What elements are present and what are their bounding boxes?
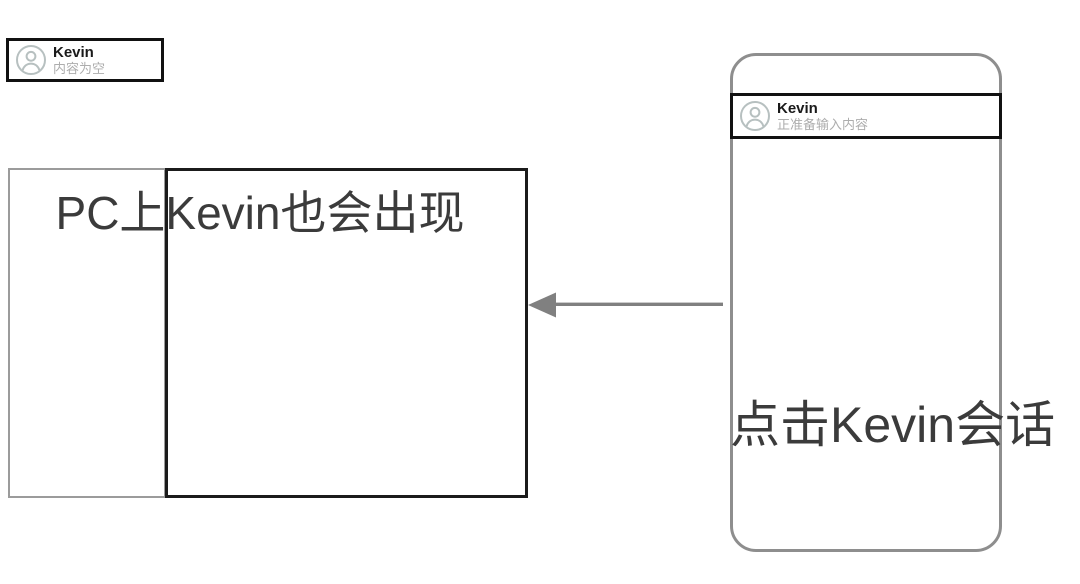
user-avatar-icon: [16, 45, 46, 75]
user-avatar-icon: [740, 101, 770, 131]
pc-sidebar: [8, 168, 166, 498]
pc-annotation-caption: PC上Kevin也会出现: [55, 187, 465, 239]
pc-conversation-item-kevin[interactable]: Kevin 内容为空: [6, 38, 164, 82]
phone-conversation-name: Kevin: [777, 99, 818, 117]
phone-annotation-caption: 点击Kevin会话: [730, 397, 1056, 453]
phone-conversation-text: Kevin 正准备输入内容: [777, 100, 868, 133]
phone-conversation-preview: 正准备输入内容: [777, 116, 869, 132]
pc-conversation-name: Kevin: [53, 43, 94, 61]
pc-chat-main-panel: [165, 168, 528, 498]
left-arrow-icon: [528, 292, 723, 318]
pc-conversation-text: Kevin 内容为空: [53, 44, 105, 77]
phone-conversation-item-kevin[interactable]: Kevin 正准备输入内容: [730, 93, 1002, 139]
pc-conversation-preview: 内容为空: [53, 60, 106, 76]
pc-client-window: [8, 168, 528, 498]
